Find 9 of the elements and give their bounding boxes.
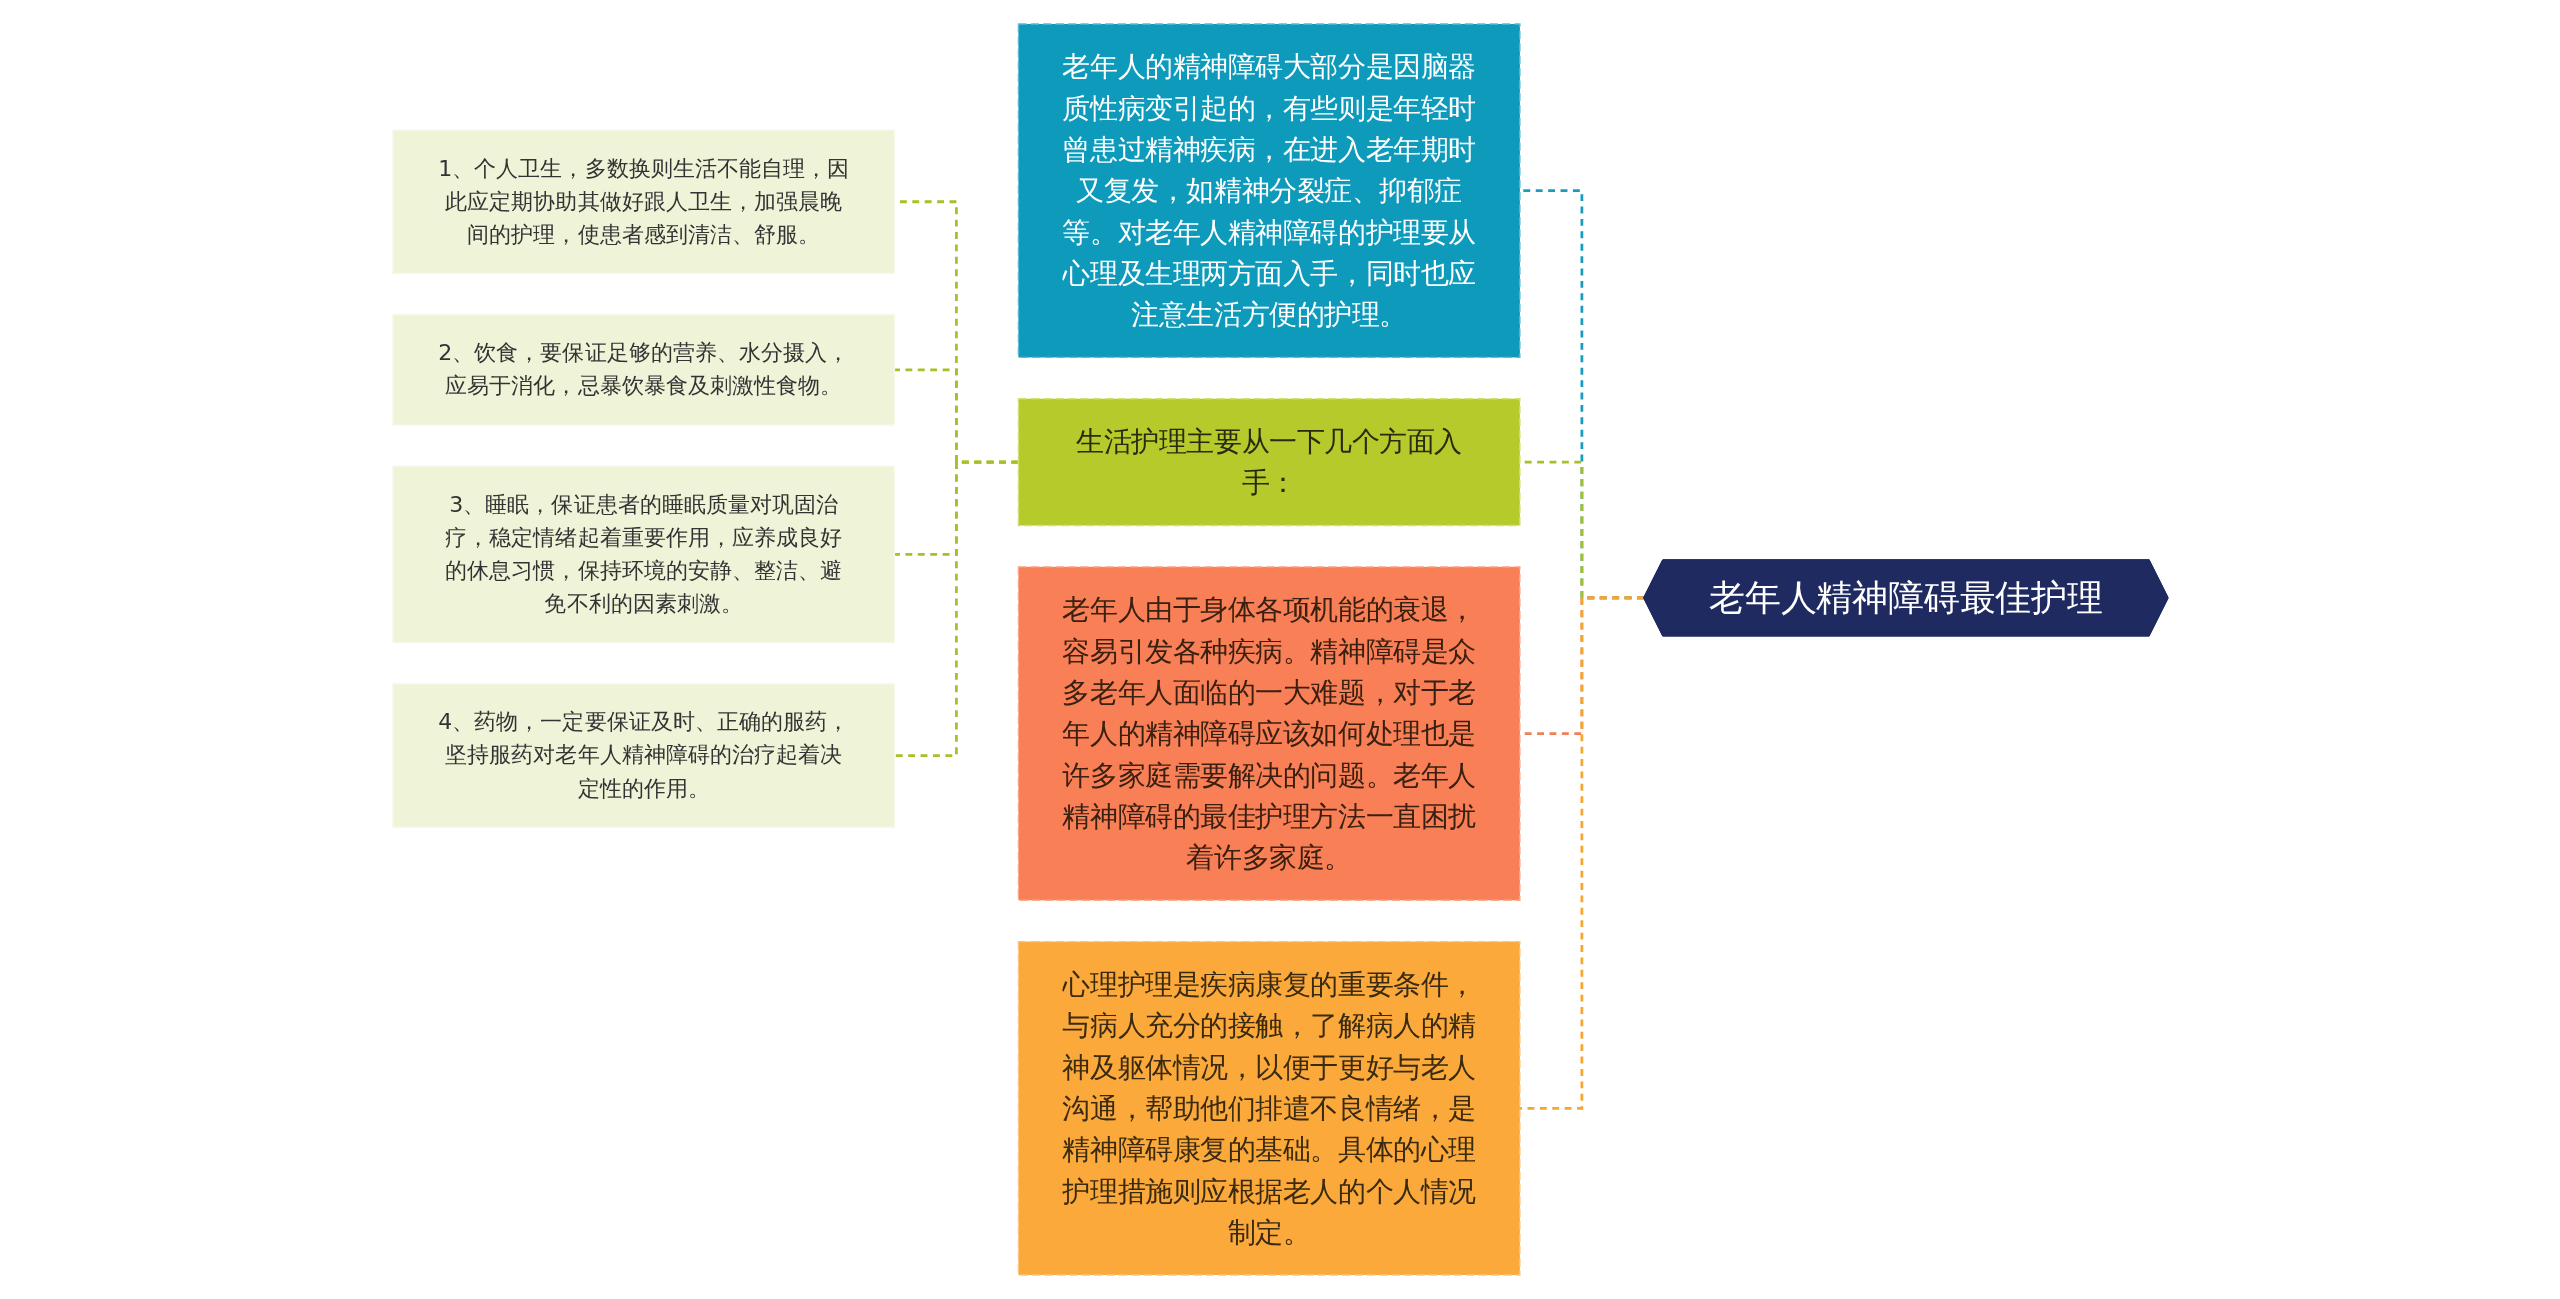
node-box: 老年人的精神障碍大部分是因脑器质性病变引起的，有些则是年轻时曾患过精神疾病，在进入老年期时又复发，如精神分裂症、抑郁症等。对老年人精神障碍的护理要从心理及生理两方面入手，同时也应注意生活方便的护理。	[1017, 23, 1521, 359]
node-box: 生活护理主要从一下几个方面入手：	[1017, 398, 1521, 527]
node-box: 1、个人卫生，多数换则生活不能自理，因此应定期协助其做好跟人卫生，加强晨晚间的护理，使患者感到清洁、舒服。	[391, 129, 895, 275]
node-box: 3、睡眠，保证患者的睡眠质量对巩固治疗，稳定情绪起着重要作用，应养成良好的休息习惯，保持环境的安静、整洁、避免不利的因素刺激。	[391, 465, 895, 644]
node-box: 心理护理是疾病康复的重要条件，与病人充分的接触，了解病人的精神及躯体情况，以便于更好与老人沟通，帮助他们排遣不良情绪，是精神障碍康复的基础。具体的心理护理措施则应根据老人的个人情况制定。	[1017, 940, 1521, 1276]
connector	[894, 460, 1018, 757]
node-box: 2、饮食，要保证足够的营养、水分摄入，应易于消化，忌暴饮暴食及刺激性食物。	[391, 314, 895, 426]
node-box: 4、药物，一定要保证及时、正确的服药，坚持服药对老年人精神障碍的治疗起着决定性的作用。	[391, 683, 895, 828]
node-box: 老年人由于身体各项机能的衰退，容易引发各种疾病。精神障碍是众多老年人面临的一大难题，对于老年人的精神障碍应该如何处理也是许多家庭需要解决的问题。老年人精神障碍的最佳护理方法一直困扰着许多家庭。	[1017, 566, 1521, 901]
